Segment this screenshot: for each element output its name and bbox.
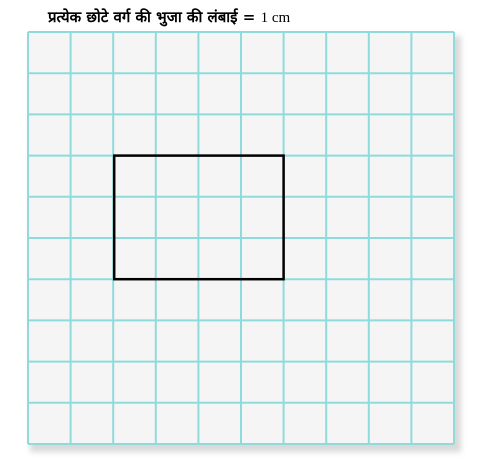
caption-text: प्रत्येक छोटे वर्ग की भुजा की लंबाई = bbox=[48, 8, 261, 26]
grid-horizontal-lines bbox=[28, 31, 454, 445]
caption: प्रत्येक छोटे वर्ग की भुजा की लंबाई = 1 … bbox=[48, 6, 290, 29]
caption-unit-value: 1 cm bbox=[260, 10, 291, 26]
drawn-rectangle bbox=[112, 154, 285, 281]
